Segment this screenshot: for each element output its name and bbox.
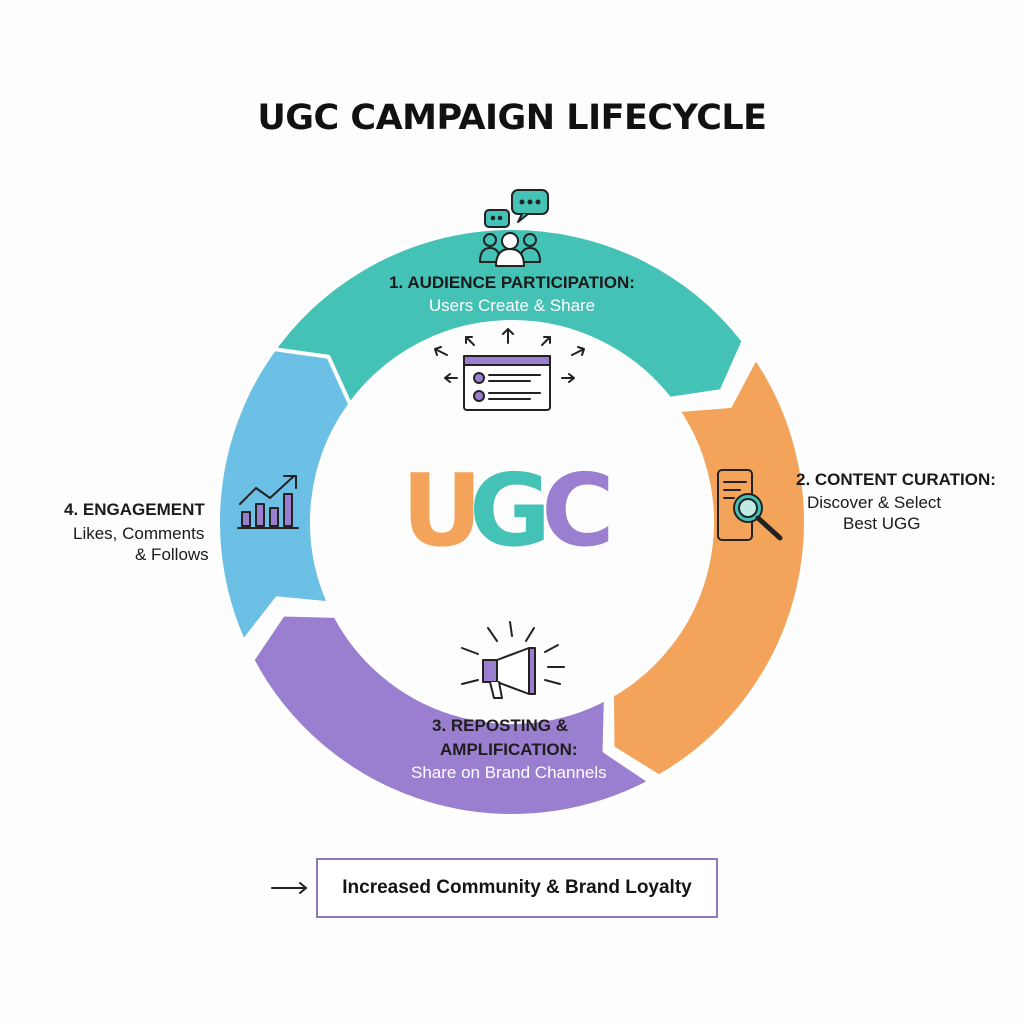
stage-4-subtitle-line-1: Likes, Comments bbox=[73, 524, 205, 543]
megaphone-icon bbox=[461, 621, 565, 699]
ring-segment-3 bbox=[250, 612, 653, 818]
content-window-icon bbox=[434, 328, 585, 411]
stage-1-heading: 1. AUDIENCE PARTICIPATION: bbox=[389, 273, 635, 292]
outcome-label: Increased Community & Brand Loyalty bbox=[342, 877, 692, 898]
center-letter-g: G bbox=[469, 452, 551, 569]
stage-2-subtitle-line-1: Discover & Select bbox=[807, 493, 942, 512]
stage-4-heading: 4. ENGAGEMENT bbox=[64, 500, 205, 519]
stage-3-subtitle: Share on Brand Channels bbox=[411, 763, 607, 782]
stage-2-heading: 2. CONTENT CURATION: bbox=[796, 470, 996, 489]
diagram-title: UGC CAMPAIGN LIFECYCLE bbox=[257, 98, 767, 138]
community-chat-icon bbox=[479, 189, 549, 267]
outcome-box: Increased Community & Brand Loyalty bbox=[316, 858, 718, 918]
growth-chart-icon bbox=[237, 475, 299, 529]
stage-4-subtitle-line-2: & Follows bbox=[135, 545, 209, 564]
stage-3-heading-line-2: AMPLIFICATION: bbox=[440, 740, 578, 759]
outcome-arrow-icon bbox=[271, 882, 308, 894]
stage-1-subtitle: Users Create & Share bbox=[428, 296, 596, 315]
stage-3-heading-line-1: 3. REPOSTING & bbox=[432, 716, 569, 735]
center-letter-c: C bbox=[541, 452, 614, 569]
ring-segment-1 bbox=[266, 226, 746, 413]
stage-2-subtitle-line-2: Best UGG bbox=[843, 514, 921, 533]
search-document-icon bbox=[717, 469, 783, 541]
center-letter-u: U bbox=[401, 452, 482, 569]
ring-segment-2 bbox=[610, 355, 808, 779]
